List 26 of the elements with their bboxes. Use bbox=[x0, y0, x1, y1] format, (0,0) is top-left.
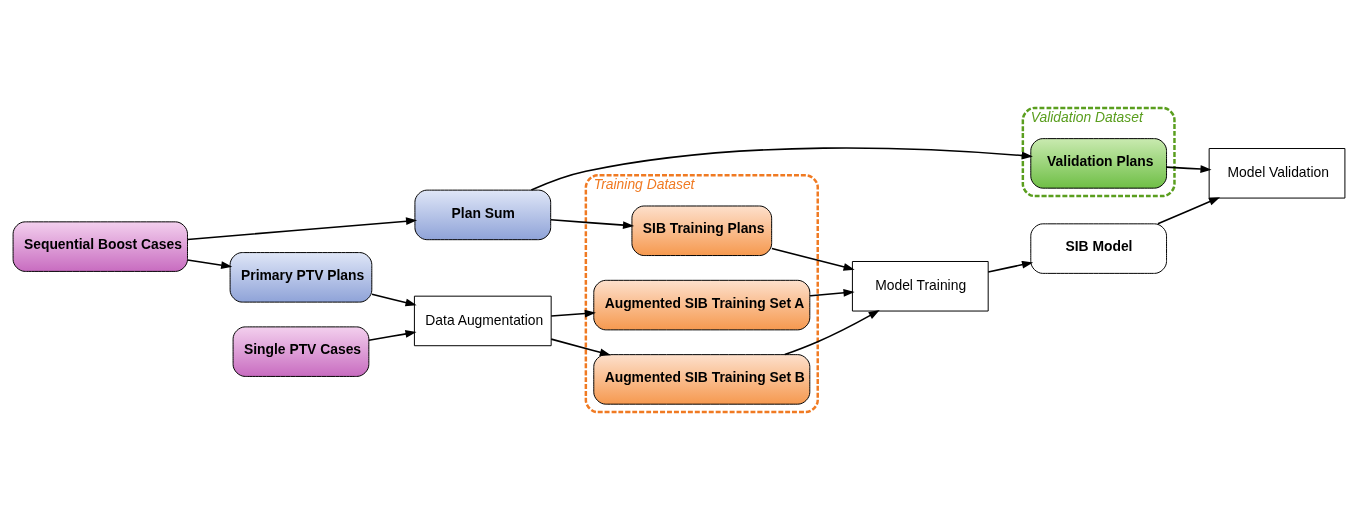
arrow bbox=[530, 146, 1033, 191]
arrow bbox=[368, 329, 417, 341]
node-box: Plan Sum bbox=[414, 189, 552, 240]
node-box: Data Augmentation bbox=[413, 295, 552, 346]
arrow bbox=[784, 309, 880, 355]
arrow bbox=[371, 293, 417, 306]
node-box: SIB Model bbox=[1030, 222, 1168, 274]
arrow bbox=[809, 288, 855, 297]
arrow bbox=[771, 247, 855, 271]
node-box: Augmented SIB Training Set B bbox=[593, 353, 811, 405]
node-box: Validation Plans bbox=[1030, 137, 1168, 189]
arrow bbox=[1157, 196, 1221, 225]
arrow bbox=[1165, 164, 1212, 173]
arrow bbox=[186, 216, 418, 240]
node-box: Single PTV Cases bbox=[232, 325, 370, 377]
node-box: Model Validation bbox=[1208, 147, 1346, 199]
node-box: Model Training bbox=[851, 260, 989, 312]
node-box: SIB Training Plans bbox=[631, 205, 773, 256]
arrow bbox=[186, 258, 233, 269]
node-box: Augmented SIB Training Set A bbox=[593, 279, 811, 330]
arrow bbox=[550, 337, 611, 356]
node-box: Primary PTV Plans bbox=[229, 251, 373, 303]
node-box: Sequential Boost Cases bbox=[12, 220, 188, 272]
arrow bbox=[550, 218, 635, 229]
arrow bbox=[550, 309, 596, 317]
arrow bbox=[987, 260, 1034, 273]
